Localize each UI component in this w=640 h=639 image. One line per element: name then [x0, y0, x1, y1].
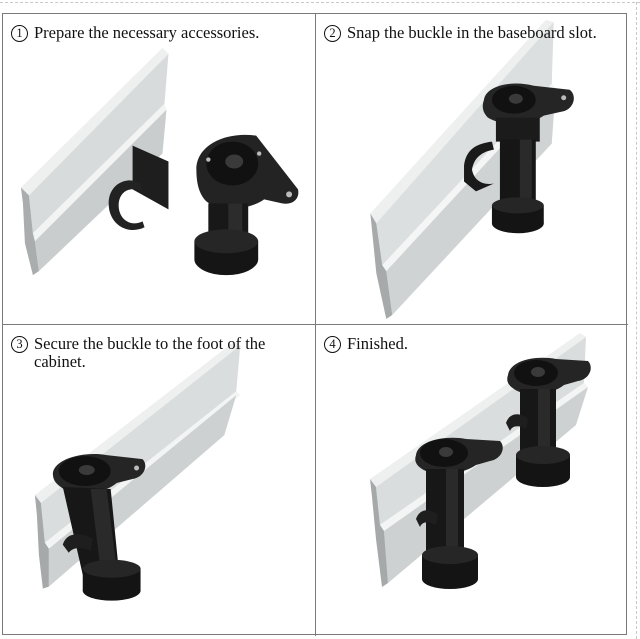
step-caption: 1 Prepare the necessary accessories.	[11, 24, 309, 42]
accessories-illustration	[20, 47, 299, 276]
step-panel-1: 1 Prepare the necessary accessories.	[3, 14, 316, 325]
secure-buckle-illustration	[34, 341, 241, 601]
step-text: Prepare the necessary accessories.	[34, 23, 260, 42]
step-text: Finished.	[347, 334, 408, 353]
step-number-badge: 2	[324, 25, 341, 42]
cabinet-leg-image	[482, 83, 574, 234]
cabinet-leg-image	[52, 454, 146, 601]
step-panel-2: 2 Snap the buckle in the baseboard slot.	[316, 14, 628, 325]
step-panel-4: 4 Finished.	[316, 325, 628, 636]
outer-dashed-border-top	[0, 2, 640, 3]
step-text: Snap the buckle in the baseboard slot.	[347, 23, 597, 42]
step-number-badge: 3	[11, 336, 28, 353]
outer-dashed-border-right	[636, 2, 637, 639]
step-number-badge: 1	[11, 25, 28, 42]
step-panel-3: 3 Secure the buckle to the foot of the c…	[3, 325, 316, 636]
cabinet-leg-image	[194, 134, 299, 276]
step-caption: 4 Finished.	[324, 335, 622, 353]
finished-illustration	[370, 333, 591, 589]
buckle-clip-image	[464, 141, 494, 192]
step-number-badge: 4	[324, 336, 341, 353]
buckle-clip-image	[108, 145, 169, 231]
cabinet-leg-image-rear	[506, 357, 591, 487]
step-text: Secure the buckle to the foot of the cab…	[34, 334, 266, 371]
step-caption: 2 Snap the buckle in the baseboard slot.	[324, 24, 622, 42]
instruction-grid: 1 Prepare the necessary accessories.	[2, 13, 628, 636]
step-caption: 3 Secure the buckle to the foot of the c…	[11, 335, 309, 371]
snap-buckle-illustration	[370, 19, 574, 320]
cabinet-leg-image-front	[415, 437, 503, 589]
